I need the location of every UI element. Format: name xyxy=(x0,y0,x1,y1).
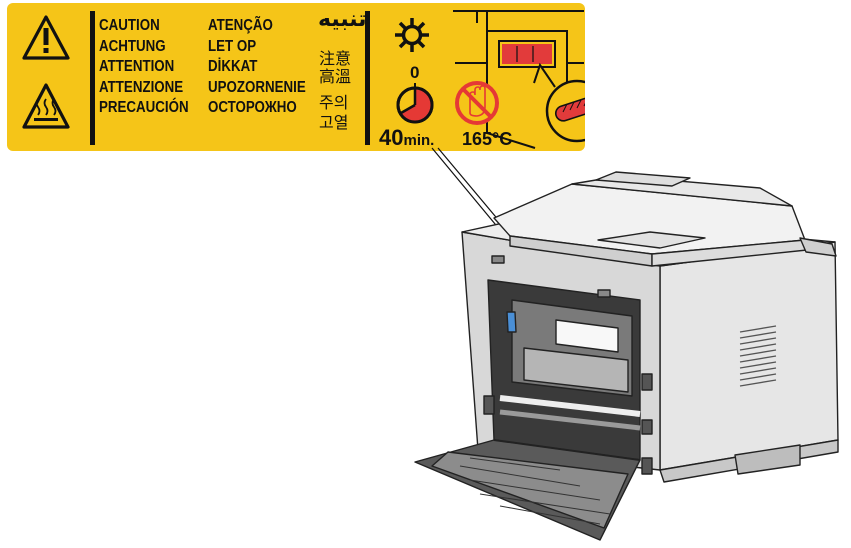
timer-icon xyxy=(396,83,434,124)
timer-start: 0 xyxy=(410,63,420,82)
divider-right xyxy=(365,11,370,145)
word: DİKKAT xyxy=(208,58,258,75)
timer-minutes: 40 xyxy=(379,125,404,150)
word: CAUTION xyxy=(99,17,160,34)
word: PRECAUCIÓN xyxy=(99,99,189,116)
heater-red-band xyxy=(502,44,552,64)
word: ATTENTION xyxy=(99,58,175,75)
printer-body xyxy=(414,171,839,541)
caution-words-col2: ATENÇÃO LET OP DİKKAT UPOZORNENIE ОСТОРО… xyxy=(208,16,306,119)
divider-left xyxy=(90,11,95,145)
arabic-caution: تنبيه xyxy=(318,7,367,32)
no-touch-icon xyxy=(455,81,499,125)
timer-duration: 40min. xyxy=(379,125,434,151)
word: ACHTUNG xyxy=(99,37,166,55)
cjk-caution: 注意 xyxy=(319,49,352,68)
label-graphics xyxy=(395,10,585,149)
warning-triangle-icon xyxy=(22,15,70,60)
korean-caution: 주의 xyxy=(319,93,349,112)
fuser-temperature: 165°C xyxy=(462,129,513,149)
cjk-hot: 高溫 xyxy=(319,67,352,86)
heater-slots xyxy=(516,46,534,62)
word: ОСТОРОЖНО xyxy=(208,99,297,116)
korean-hot: 고열 xyxy=(319,113,349,132)
caution-words-col1: CAUTION ACHTUNG ATTENTION ATTENZIONE PRE… xyxy=(99,16,189,119)
word: ATENÇÃO xyxy=(208,17,273,34)
caution-label: CAUTION ACHTUNG ATTENTION ATTENZIONE PRE… xyxy=(7,3,585,151)
fuser-heat-icon xyxy=(545,79,585,143)
word: ATTENZIONE xyxy=(99,78,184,96)
timer-unit: min. xyxy=(403,132,435,149)
word: UPOZORNENIE xyxy=(208,78,306,96)
fuser-illustration xyxy=(453,10,584,149)
hot-surface-icon xyxy=(22,83,70,129)
callout-tail xyxy=(533,62,556,88)
warning-symbols xyxy=(22,15,70,129)
cooling-snowflake-icon xyxy=(395,18,429,52)
word: LET OP xyxy=(208,37,257,55)
